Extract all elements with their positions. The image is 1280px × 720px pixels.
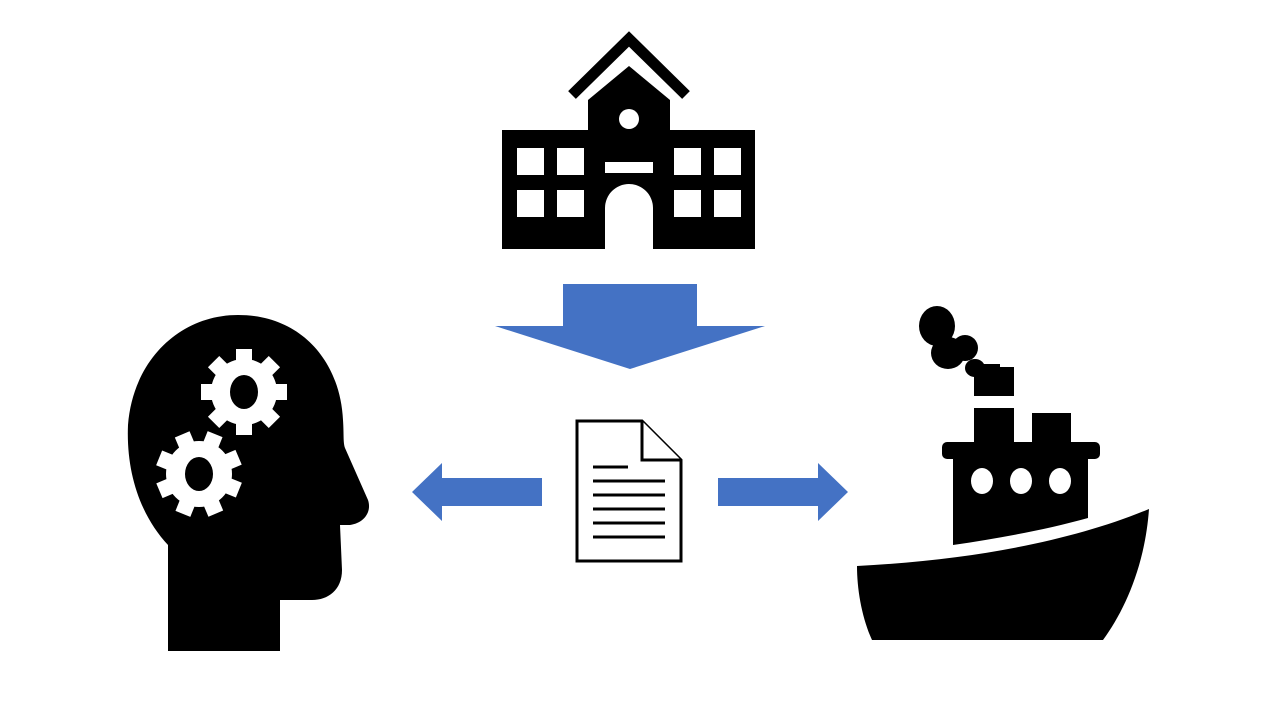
steamship-icon bbox=[857, 306, 1149, 640]
document-text-lines bbox=[593, 465, 665, 539]
arrow-left-icon bbox=[412, 463, 542, 521]
gear-icon bbox=[201, 349, 287, 435]
gear-icon bbox=[156, 431, 242, 517]
building-windows bbox=[517, 109, 741, 249]
head-gears-icon bbox=[127, 315, 370, 651]
school-building-icon bbox=[502, 31, 755, 249]
smoke-icon bbox=[919, 306, 1000, 377]
arrow-down-icon bbox=[495, 284, 765, 369]
arrow-right-icon bbox=[718, 463, 848, 521]
porthole-icons bbox=[971, 468, 1071, 494]
document-icon bbox=[575, 419, 683, 563]
